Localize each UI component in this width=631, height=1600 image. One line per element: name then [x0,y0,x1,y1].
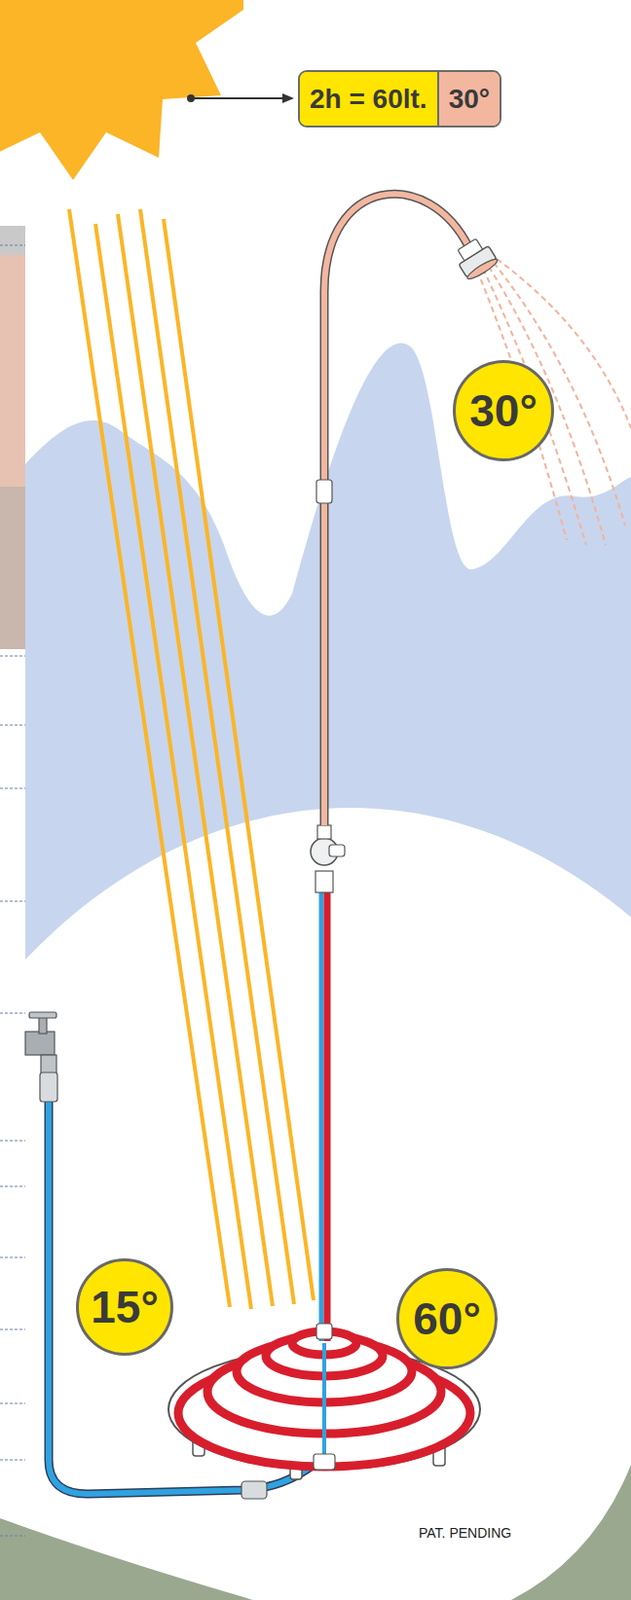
sun-ray [69,209,230,1308]
photo-strip [0,255,26,650]
head-nozzle [465,257,500,283]
patent-note: PAT. PENDING [418,1525,512,1542]
dashed-rule [0,655,26,657]
temperature-badge: 30° [452,360,555,462]
hot-pipe [324,881,332,1342]
dashed-rule [0,1186,26,1188]
mixing-valve [310,825,345,893]
dashed-rule [0,1012,26,1014]
dashed-rule [0,787,26,789]
dashed-rule [0,1257,26,1259]
shower-pipe-outline [324,193,470,826]
dashed-rule [0,1140,26,1142]
temperature-value: 60° [412,1297,482,1342]
shower-head [451,235,500,283]
grass [0,1519,254,1600]
inlet-fitting [313,1454,335,1471]
dashed-rule [0,724,26,726]
tap-stem [38,1016,47,1035]
sun-ray [95,223,252,1310]
arrow-head [282,93,295,104]
photo-strip [0,486,26,650]
hose-connector [241,1482,267,1500]
output-value: 2h = 60lt. [299,72,438,126]
shower-pipe [324,193,470,826]
output-box: 2h = 60lt.30° [297,70,502,128]
sun [0,0,244,181]
dashed-rule [0,244,26,246]
grass [511,1465,631,1600]
dashed-rules [0,245,26,1537]
white-dome [0,808,631,1600]
cold-pipe [319,881,325,1342]
pipe-coupling [316,480,333,504]
dashed-rule [0,1329,26,1331]
valve-handle [329,845,345,857]
sun-ray [140,209,295,1305]
water-tap [25,1012,58,1103]
arrow-line [190,97,285,100]
dashed-rule [0,1403,26,1405]
temperature-badge: 15° [75,1259,174,1357]
tap-spout [40,1055,57,1076]
valve-fitting [317,825,332,840]
tap-handle [29,1012,57,1019]
sun-ray [163,219,314,1301]
temperature-value: 30° [469,388,538,434]
pipe-fitting [316,1324,333,1340]
dashed-rule [0,1459,26,1461]
valve-fitting [315,871,334,893]
temperature-value: 15° [90,1285,159,1331]
sun-rays [69,209,314,1310]
temperature-badge: 60° [396,1268,498,1371]
inlet-pipe [322,1343,327,1463]
tap-body [25,1032,55,1056]
dashed-rule [0,1535,26,1537]
sun-ray [117,214,273,1307]
header-bar [0,225,26,256]
hose-connector [39,1073,58,1103]
output-value: 30° [437,72,500,126]
dashed-rule [0,900,26,902]
